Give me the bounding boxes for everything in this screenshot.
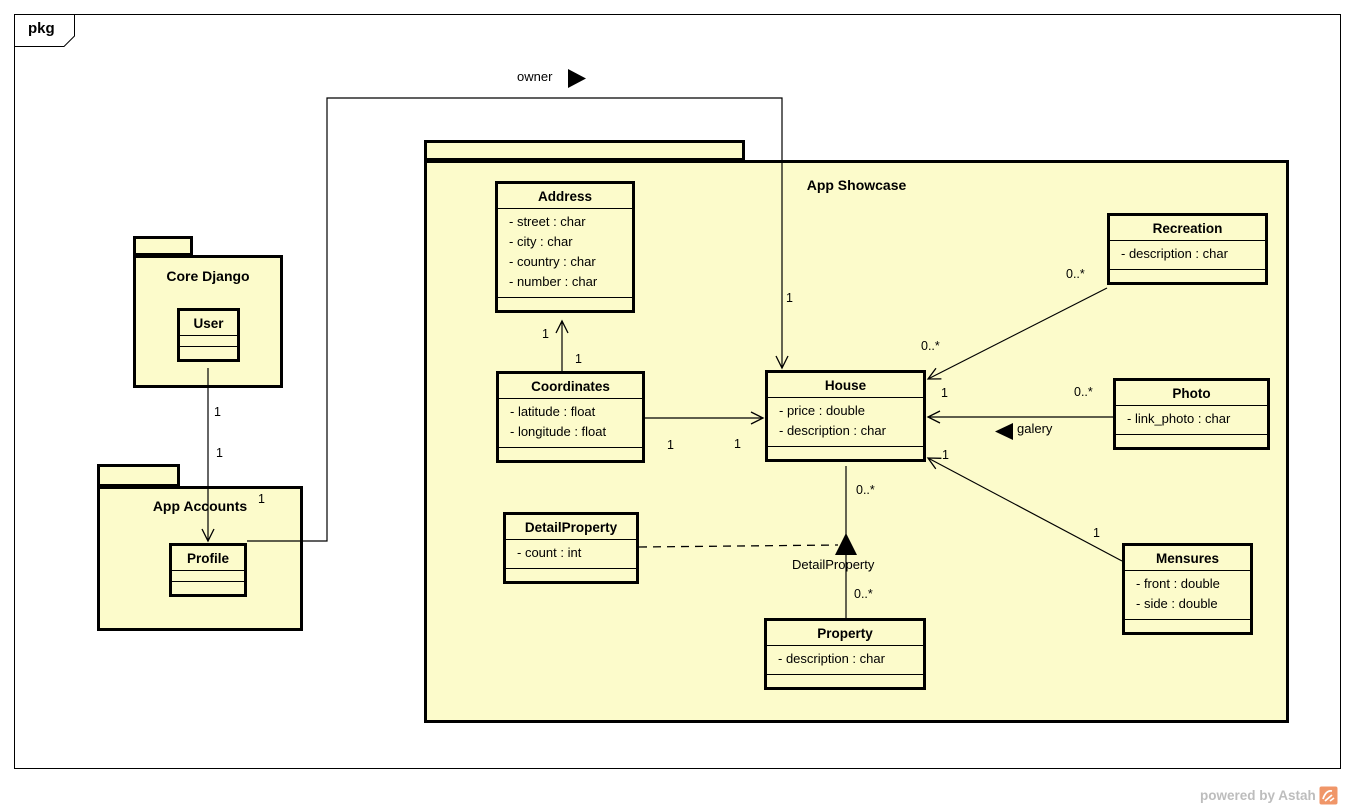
- multiplicity-label: 1: [786, 291, 793, 305]
- watermark-text: powered by Astah: [1200, 788, 1316, 803]
- multiplicity-label: 0..*: [856, 483, 875, 497]
- association-anchor-arrow-icon: [835, 533, 857, 555]
- class-operations-compartment: [1110, 270, 1265, 282]
- package-name: Core Django: [166, 268, 250, 284]
- multiplicity-label: 1: [734, 437, 741, 451]
- attribute-row: - city : char: [509, 234, 573, 249]
- link-detailproperty-association: [638, 533, 857, 555]
- class-attributes-compartment: - front : double - side : double: [1125, 571, 1250, 620]
- class-attributes-compartment: [180, 336, 237, 347]
- attribute-row: - country : char: [509, 254, 596, 269]
- class-operations-compartment: [767, 675, 923, 687]
- multiplicity-label: 1: [667, 438, 674, 452]
- attribute-row: - longitude : float: [510, 424, 607, 439]
- class-name: Address: [498, 184, 632, 209]
- owner-direction-arrow-icon: [568, 69, 586, 88]
- class-attributes-compartment: - description : char: [767, 646, 923, 675]
- class-name: Mensures: [1125, 546, 1250, 571]
- class-operations-compartment: [180, 347, 237, 359]
- frame-kind-tab: [14, 14, 75, 47]
- attribute-row: - description : char: [779, 423, 886, 438]
- class-attributes-compartment: - link_photo : char: [1116, 406, 1267, 435]
- assoc-profile-house-owner: [247, 69, 789, 542]
- class-user: User: [177, 308, 240, 362]
- multiplicity-label: 1: [1093, 526, 1100, 540]
- multiplicity-label: 0..*: [1066, 267, 1085, 281]
- class-attributes-compartment: - street : char - city : char - country …: [498, 209, 632, 298]
- astah-logo-icon: [1319, 786, 1338, 805]
- class-coordinates: Coordinates - latitude : float - longitu…: [496, 371, 645, 463]
- class-attributes-compartment: - latitude : float - longitude : float: [499, 399, 642, 448]
- multiplicity-label: 1: [216, 446, 223, 460]
- class-attributes-compartment: [172, 571, 244, 582]
- multiplicity-label: 1: [575, 352, 582, 366]
- attribute-row: - price : double: [779, 403, 865, 418]
- package-tab-core-django: [133, 236, 193, 256]
- multiplicity-label: 1: [258, 492, 265, 506]
- class-mensures: Mensures - front : double - side : doubl…: [1122, 543, 1253, 635]
- attribute-row: - street : char: [509, 214, 586, 229]
- class-profile: Profile: [169, 543, 247, 597]
- class-name: House: [768, 373, 923, 398]
- attribute-row: - latitude : float: [510, 404, 596, 419]
- class-detailproperty: DetailProperty - count : int: [503, 512, 639, 584]
- class-operations-compartment: [172, 582, 244, 594]
- class-house: House - price : double - description : c…: [765, 370, 926, 462]
- class-operations-compartment: [506, 569, 636, 581]
- package-tab-app-accounts: [97, 464, 180, 487]
- package-name: App Accounts: [152, 498, 248, 514]
- class-operations-compartment: [768, 447, 923, 459]
- attribute-row: - count : int: [517, 545, 582, 560]
- class-address: Address - street : char - city : char - …: [495, 181, 635, 313]
- assoc-photo-house-galery: [926, 410, 1113, 440]
- class-attributes-compartment: - price : double - description : char: [768, 398, 923, 447]
- galery-direction-arrow-icon: [995, 423, 1013, 440]
- class-name: Property: [767, 621, 923, 646]
- multiplicity-label: 0..*: [921, 339, 940, 353]
- class-name: Photo: [1116, 381, 1267, 406]
- assoc-mensures-house: [926, 457, 1123, 562]
- multiplicity-label: 1: [941, 386, 948, 400]
- assoc-label-detailproperty: DetailProperty: [792, 557, 875, 572]
- class-attributes-compartment: - description : char: [1110, 241, 1265, 270]
- assoc-label-galery: galery: [1017, 421, 1053, 436]
- multiplicity-label: 1: [214, 405, 221, 419]
- multiplicity-label: 1: [542, 327, 549, 341]
- class-attributes-compartment: - count : int: [506, 540, 636, 569]
- class-property: Property - description : char: [764, 618, 926, 690]
- frame-kind-label: pkg: [28, 20, 55, 37]
- attribute-row: - side : double: [1136, 596, 1218, 611]
- class-name: DetailProperty: [506, 515, 636, 540]
- watermark: powered by Astah: [1200, 786, 1338, 805]
- package-name: App Showcase: [806, 177, 907, 193]
- multiplicity-label: 0..*: [1074, 385, 1093, 399]
- multiplicity-label: 0..*: [854, 587, 873, 601]
- class-name: Recreation: [1110, 216, 1265, 241]
- assoc-label-owner: owner: [517, 69, 553, 84]
- class-name: User: [180, 311, 237, 336]
- class-photo: Photo - link_photo : char: [1113, 378, 1270, 450]
- class-name: Coordinates: [499, 374, 642, 399]
- attribute-row: - description : char: [1121, 246, 1228, 261]
- class-operations-compartment: [498, 298, 632, 310]
- attribute-row: - front : double: [1136, 576, 1220, 591]
- attribute-row: - number : char: [509, 274, 598, 289]
- attribute-row: - description : char: [778, 651, 885, 666]
- multiplicity-label: 1: [942, 448, 949, 462]
- class-operations-compartment: [1125, 620, 1250, 632]
- class-recreation: Recreation - description : char: [1107, 213, 1268, 285]
- class-operations-compartment: [1116, 435, 1267, 447]
- attribute-row: - link_photo : char: [1127, 411, 1231, 426]
- package-tab-app-showcase: [424, 140, 745, 161]
- assoc-recreation-house: [926, 287, 1108, 380]
- class-name: Profile: [172, 546, 244, 571]
- class-operations-compartment: [499, 448, 642, 460]
